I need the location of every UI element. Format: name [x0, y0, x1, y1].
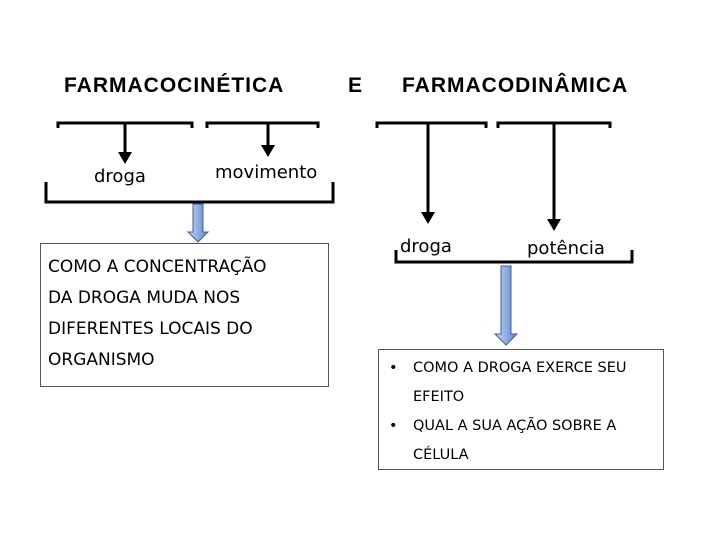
result-line: ORGANISMO: [48, 350, 155, 370]
result-line: DIFERENTES LOCAIS DO: [48, 319, 253, 339]
list-item-line: EFEITO: [413, 389, 465, 405]
list-item: • COMO A DROGA EXERCE SEU EFEITO: [379, 354, 663, 412]
bracket-right-1: [375, 121, 488, 128]
list-item: • QUAL A SUA AÇÃO SOBRE A CÉLULA: [379, 412, 663, 470]
result-box-farmacocinetica: COMO A CONCENTRAÇÃO DA DROGA MUDA NOS DI…: [40, 243, 329, 387]
result-line: COMO A CONCENTRAÇÃO: [48, 257, 267, 277]
block-arrow-left: [186, 203, 210, 243]
bracket-left-2: [205, 121, 320, 128]
title-farmacodinamica: FARMACODINÂMICA: [402, 74, 629, 97]
bullet-icon: •: [389, 418, 398, 434]
bracket-left-labels: [44, 182, 335, 204]
block-arrow-right: [493, 265, 519, 346]
title-connector: E: [348, 74, 364, 97]
list-item-line: QUAL A SUA AÇÃO SOBRE A: [413, 418, 617, 434]
list-item-line: COMO A DROGA EXERCE SEU: [413, 360, 627, 376]
bullet-icon: •: [389, 360, 398, 376]
bracket-right-labels: [394, 250, 634, 264]
result-line: DA DROGA MUDA NOS: [48, 288, 241, 308]
arrowhead-droga-left: [118, 152, 132, 164]
label-potencia: potência: [527, 238, 605, 259]
list-item-line: CÉLULA: [413, 447, 469, 463]
label-movimento: movimento: [215, 162, 318, 183]
arrowhead-movimento: [261, 145, 275, 157]
label-droga-left: droga: [94, 166, 146, 187]
arrowhead-droga-right: [421, 212, 435, 224]
label-droga-right: droga: [400, 236, 452, 257]
arrowhead-potencia: [547, 219, 561, 231]
result-box-farmacodinamica: • COMO A DROGA EXERCE SEU EFEITO • QUAL …: [378, 349, 664, 470]
title-farmacocinetica: FARMACOCINÉTICA: [64, 74, 285, 97]
